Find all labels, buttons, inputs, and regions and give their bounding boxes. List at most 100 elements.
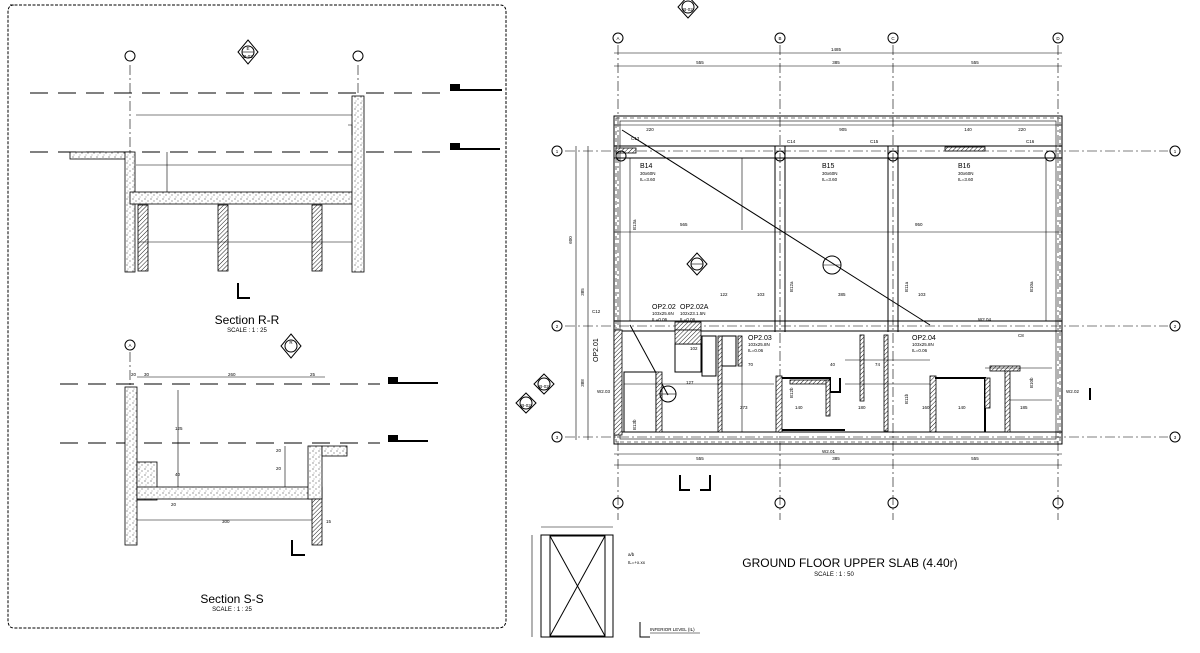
beam-b16: B16 <box>958 163 971 170</box>
legend-il: IL=+x.xx <box>628 560 646 565</box>
vertical-axes: A B C D <box>612 32 1064 520</box>
wall-w2-01: W2.01 <box>822 449 836 454</box>
ss-dim-20b: 20 <box>171 502 177 507</box>
plan-marker-2-label: B-02 <box>539 384 549 389</box>
op-2-04-level: IL=0.06 <box>912 348 928 353</box>
op-2-03: OP2.03 <box>748 335 772 342</box>
interior-walls <box>623 329 1052 433</box>
ss-marker-label: R <box>289 340 293 345</box>
beam-b11b: B11b <box>904 393 909 404</box>
beam-b15-level: IL=3.60 <box>822 177 838 182</box>
op-2-03-size: 103x25.8N <box>748 342 770 347</box>
marker-bottom-label: B-02 <box>243 54 253 59</box>
dim-bottom-2: 385 <box>832 456 840 461</box>
section-rr-drawing: E B-02 <box>30 39 502 299</box>
wall-w2-03: W2.03 <box>597 389 611 394</box>
col-c8: C8 <box>1018 333 1024 338</box>
col-c16: C16 <box>1026 139 1035 144</box>
legend-box: a/b IL=+x.xx INFERIOR LEVEL (IL) <box>531 526 700 638</box>
dim-bottom-3: 555 <box>971 456 979 461</box>
idim-102: 102 <box>690 346 698 351</box>
panel-border <box>7 4 507 629</box>
ss-dim-125: 125 <box>175 426 183 431</box>
wall-tags: W2.01 W2.02 W2.03 W2.04 <box>597 317 1091 454</box>
dim-top-1: 555 <box>696 60 704 65</box>
dimension-lines: 1485 555 385 555 220 905 140 220 555 385… <box>568 47 1062 466</box>
op-2-02a-size: 102x23.1.5N <box>680 311 706 316</box>
ss-axis-label: A <box>128 343 131 348</box>
wall-w2-02: W2.02 <box>1066 389 1080 394</box>
beam-b16-level: IL=3.60 <box>958 177 974 182</box>
idim-385: 385 <box>838 292 846 297</box>
op-2-02-level: IL=0.06 <box>652 317 668 322</box>
plan-title: GROUND FLOOR UPPER SLAB (4.40r) <box>742 556 957 570</box>
ss-dim-20d: 20 <box>276 466 282 471</box>
section-rr-scale: SCALE : 1 : 25 <box>227 328 267 334</box>
idim-40: 40 <box>830 362 836 367</box>
col-c13: C13 <box>631 136 640 141</box>
idim-140: 140 <box>795 405 803 410</box>
idim-565: 565 <box>680 222 688 227</box>
axis-1: 1 <box>556 149 559 154</box>
section-ss-drawing: A R 20 30 260 25 <box>60 333 438 556</box>
top-section-marker: B-02 <box>677 0 699 19</box>
col-c12: C12 <box>592 309 601 314</box>
dim-top-2: 385 <box>832 60 840 65</box>
idim-122: 122 <box>720 292 728 297</box>
op-2-03-level: IL=0.06 <box>748 348 764 353</box>
ss-dim-40: 40 <box>175 472 181 477</box>
axis-3r: 3 <box>1174 435 1177 440</box>
op-2-04: OP2.04 <box>912 335 936 342</box>
axis-d: D <box>1056 36 1060 41</box>
section-ss-scale: SCALE : 1 : 25 <box>212 607 252 613</box>
beam-b14-level: IL=3.60 <box>640 177 656 182</box>
col-c14: C14 <box>787 139 796 144</box>
axis-1r: 1 <box>1174 149 1177 154</box>
section-marker-e: E B-02 <box>237 39 259 65</box>
ss-dim-20c: 20 <box>276 448 282 453</box>
legend-ab: a/b <box>628 552 635 557</box>
op-2-02: OP2.02 <box>652 304 676 311</box>
idim-140b: 140 <box>958 405 966 410</box>
axis-3: 3 <box>556 435 559 440</box>
dim-row2-4: 220 <box>1018 127 1026 132</box>
ss-dim-260: 260 <box>228 372 236 377</box>
marker-top-label: E <box>246 46 249 51</box>
inner-dimensions: 565 950 122 103 385 103 102 127 273 140 … <box>680 222 1028 410</box>
idim-103b: 103 <box>918 292 926 297</box>
op-2-02a: OP2.02A <box>680 304 709 311</box>
dim-row2-2: 905 <box>839 127 847 132</box>
op-2-02-size: 103x25.6N <box>652 311 674 316</box>
dim-left-1: 600 <box>568 236 573 244</box>
beam-b10a: B10a <box>1029 281 1034 292</box>
dim-left-2: 385 <box>580 288 585 296</box>
beam-b15: B15 <box>822 163 835 170</box>
beam-b13a: B13a <box>632 219 637 230</box>
plan-marker-3: B-02 <box>515 392 537 414</box>
plan-marker-3-label: B-02 <box>521 403 531 408</box>
idim-70: 70 <box>748 362 754 367</box>
plan-marker-2: B-02 <box>533 373 555 395</box>
ss-dim-15: 15 <box>326 519 332 524</box>
axis-2r: 2 <box>1174 324 1177 329</box>
beam-b13b: B13b <box>632 419 637 430</box>
dim-row2-3: 140 <box>964 127 972 132</box>
beam-b14-size: 30x60N <box>640 171 656 176</box>
plan-marker-1 <box>686 252 708 276</box>
axis-b: B <box>778 36 781 41</box>
wall-w2-04: W2.04 <box>978 317 992 322</box>
beam-labels: B14 30x60N IL=3.60 B15 30x60N IL=3.60 B1… <box>632 163 1034 430</box>
legend-note: INFERIOR LEVEL (IL) <box>650 627 695 632</box>
idim-127: 127 <box>686 380 694 385</box>
section-marker-r: R <box>280 333 302 359</box>
beam-b10b: B10b <box>1029 377 1034 388</box>
op-2-01: OP2.01 <box>593 338 600 362</box>
dim-bottom-1: 555 <box>696 456 704 461</box>
idim-103: 103 <box>757 292 765 297</box>
beam-b14: B14 <box>640 163 653 170</box>
beam-b15-size: 30x60N <box>822 171 838 176</box>
op-2-04-size: 103x25.8N <box>912 342 934 347</box>
beam-b11a: B11a <box>904 281 909 292</box>
op-2-02a-level: IL=0.06 <box>680 317 696 322</box>
